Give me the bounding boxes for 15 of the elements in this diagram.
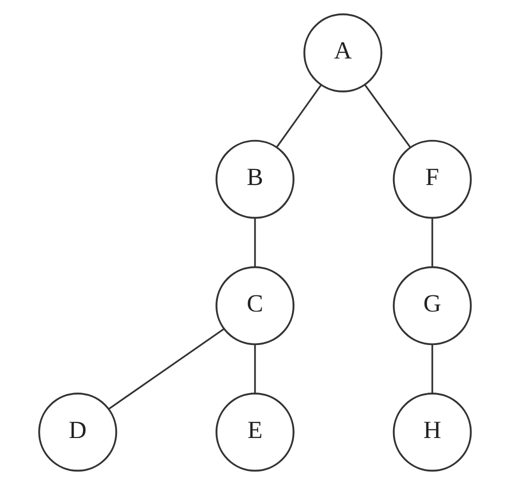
node-circle: E	[216, 392, 294, 472]
connector	[431, 218, 434, 267]
connector	[254, 218, 256, 267]
connector	[108, 328, 224, 410]
connector	[431, 344, 434, 394]
node-circle: B	[216, 140, 294, 219]
node-circle: G	[392, 266, 472, 346]
node-circle: A	[303, 13, 382, 92]
connector	[276, 84, 322, 148]
node-circle: D	[38, 392, 118, 472]
node-circle: F	[392, 140, 472, 219]
node-circle: C	[216, 266, 294, 346]
connector	[254, 344, 256, 394]
connector	[364, 84, 411, 148]
node-circle: H	[392, 392, 472, 472]
